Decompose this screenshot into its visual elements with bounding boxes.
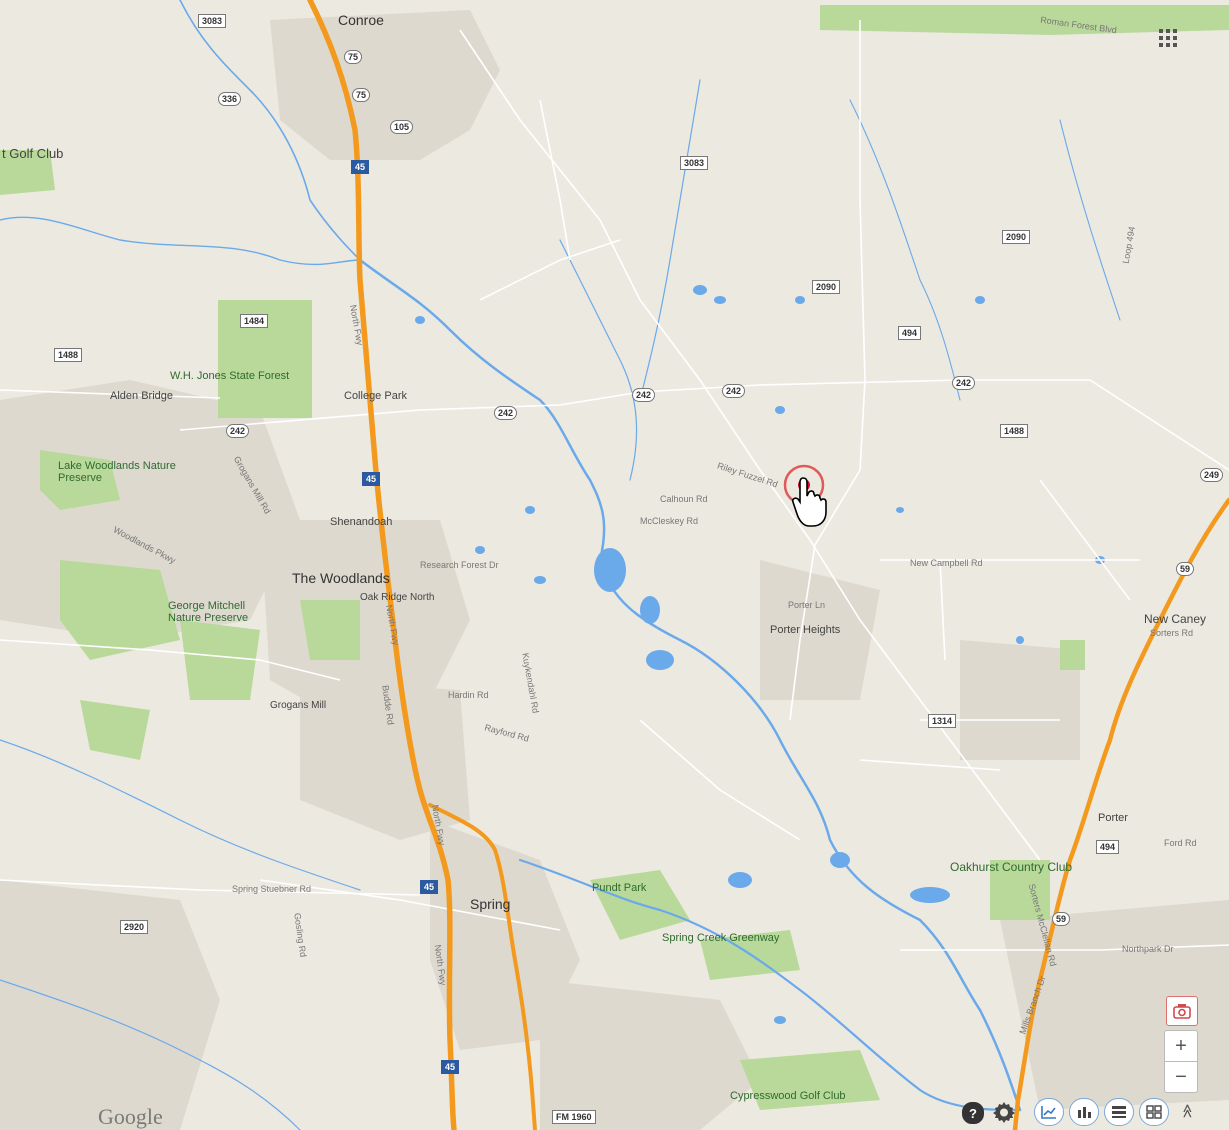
shield-242-c: 242 [632, 388, 656, 402]
road-mccleskey: McCleskey Rd [640, 516, 699, 526]
road-spring-stuebner: Spring Stuebner Rd [232, 884, 312, 894]
place-college-park: College Park [344, 390, 407, 402]
shield-i45-d: 45 [441, 1060, 460, 1074]
shield-1484: 1484 [240, 314, 269, 328]
hand-cursor-icon [792, 477, 827, 527]
place-grogans-mill: Grogans Mill [270, 700, 327, 711]
bar-chart-icon [1078, 1107, 1091, 1118]
shield-242-a: 242 [226, 424, 250, 438]
park-wh-jones: W.H. Jones State Forest [170, 370, 290, 382]
shield-336: 336 [218, 92, 242, 106]
collapse-button[interactable]: ≪ [1180, 1103, 1197, 1119]
shield-494-b: 494 [1096, 840, 1120, 854]
shield-1314: 1314 [928, 714, 957, 728]
place-the-woodlands: The Woodlands [292, 570, 390, 586]
shield-1488: 1488 [54, 348, 83, 362]
road-research-forest: Research Forest Dr [420, 560, 499, 570]
place-porter: Porter [1098, 812, 1128, 824]
google-logo: Google [98, 1104, 163, 1129]
camera-button[interactable] [1166, 996, 1198, 1026]
chart-line-button[interactable] [1034, 1098, 1064, 1126]
shield-2090: 2090 [1002, 230, 1031, 244]
road-new-campbell: New Campbell Rd [910, 558, 983, 568]
place-shenandoah: Shenandoah [330, 516, 393, 528]
place-golf-club-nw: t Golf Club [2, 146, 64, 161]
place-oak-ridge-north: Oak Ridge North [360, 592, 435, 603]
road-northpark: Northpark Dr [1122, 944, 1174, 954]
shield-59-b: 59 [1052, 912, 1071, 926]
shield-3083-top: 3083 [198, 14, 227, 28]
shield-2920: 2920 [120, 920, 149, 934]
road-hardin: Hardin Rd [448, 690, 489, 700]
settings-button[interactable] [992, 1100, 1016, 1124]
camera-icon [1173, 1004, 1191, 1019]
park-spring-creek-greenway: Spring Creek Greenway [662, 932, 780, 944]
apps-grid-icon[interactable] [1158, 28, 1178, 48]
shield-i45-c: 45 [420, 880, 439, 894]
ponds [415, 285, 1105, 1024]
place-conroe: Conroe [338, 12, 384, 28]
park-oakhurst: Oakhurst Country Club [950, 860, 1073, 874]
urban-areas [0, 10, 1229, 1130]
shield-59-a: 59 [1176, 562, 1195, 576]
shield-i45-a: 45 [351, 160, 370, 174]
place-new-caney: New Caney [1144, 612, 1207, 626]
list-button[interactable] [1104, 1098, 1134, 1126]
park-lake-woodlands: Lake Woodlands Nature Preserve [58, 460, 176, 484]
shield-242-e: 242 [952, 376, 976, 390]
road-sorters: Sorters Rd [1150, 628, 1194, 638]
shield-242-b: 242 [494, 406, 518, 420]
list-icon [1112, 1106, 1126, 1118]
shield-i45-b: 45 [362, 472, 381, 486]
park-george-mitchell: George Mitchell Nature Preserve [168, 600, 249, 624]
zoom-out-button[interactable]: − [1164, 1061, 1198, 1093]
help-button[interactable]: ? [962, 1102, 984, 1124]
line-chart-icon [1041, 1106, 1056, 1119]
park-pundt: Pundt Park [592, 882, 647, 894]
road-calhoun: Calhoun Rd [660, 494, 708, 504]
waterways [0, 0, 1121, 1130]
zoom-in-button[interactable]: + [1164, 1030, 1198, 1062]
place-alden-bridge: Alden Bridge [110, 390, 173, 402]
shield-105: 105 [390, 120, 414, 134]
park-golf-club-south: Cypresswood Golf Club [730, 1090, 846, 1102]
minor-roads [0, 20, 1229, 951]
shield-2090-b: 2090 [812, 280, 841, 294]
shield-3083: 3083 [680, 156, 709, 170]
park-areas [0, 5, 1229, 1110]
shield-249: 249 [1200, 468, 1224, 482]
layers-button[interactable] [1139, 1098, 1169, 1126]
shield-1960: FM 1960 [552, 1110, 596, 1124]
shield-494: 494 [898, 326, 922, 340]
gear-icon [993, 1102, 1015, 1123]
shield-242-d: 242 [722, 384, 746, 398]
road-porter: Porter Ln [788, 600, 826, 610]
layers-icon [1146, 1105, 1162, 1119]
freeways [307, 0, 1229, 1130]
bottom-toolbar: ≪ [1034, 1098, 1202, 1126]
road-ford: Ford Rd [1164, 838, 1197, 848]
place-spring: Spring [470, 896, 511, 912]
shield-75-b: 75 [352, 88, 371, 102]
bar-chart-button[interactable] [1069, 1098, 1099, 1126]
shield-75-a: 75 [344, 50, 363, 64]
shield-1488-b: 1488 [1000, 424, 1029, 438]
place-porter-heights: Porter Heights [770, 624, 841, 636]
